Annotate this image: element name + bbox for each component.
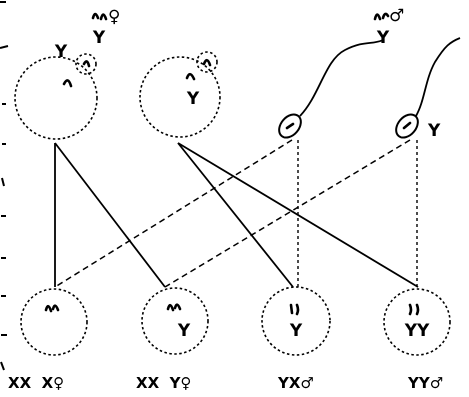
egg-2-label: Y bbox=[186, 89, 200, 109]
sperm1-to-offspring1 bbox=[55, 140, 292, 287]
sperm2-to-offspring2 bbox=[165, 140, 410, 287]
offspring-3-inner-label: Y bbox=[289, 321, 303, 341]
male-parent-label: Y bbox=[376, 28, 390, 48]
offspring-4-genotype: YY♂ bbox=[407, 374, 443, 392]
offspring-2-inner-label: Y bbox=[177, 321, 191, 341]
offspring-chromosomes-icon bbox=[291, 305, 298, 314]
egg-cell-2: Y bbox=[140, 52, 220, 137]
egg-chromosome-icon bbox=[64, 80, 71, 86]
polar-body bbox=[197, 52, 217, 72]
offspring-4: YY YY♂ bbox=[384, 289, 450, 392]
female-symbol: ♀ bbox=[108, 7, 120, 27]
polar-body-chromosome-icon bbox=[204, 60, 210, 65]
male-chromosomes-icon bbox=[375, 14, 388, 19]
sperm-chromosome-icon bbox=[404, 123, 410, 128]
egg-1-label: Y bbox=[54, 42, 68, 62]
sperm-cell-1 bbox=[275, 40, 383, 142]
sperm-cell-2: Y bbox=[392, 38, 460, 142]
female-parent: ♀ Y bbox=[92, 7, 121, 48]
egg2-to-offspring3 bbox=[178, 143, 293, 287]
egg-chromosome-icon bbox=[187, 74, 194, 79]
offspring-chromosomes-icon bbox=[168, 305, 180, 310]
offspring-1: XX X♀ bbox=[8, 289, 87, 392]
offspring-3-genotype: YX♂ bbox=[277, 374, 314, 392]
female-parent-label: Y bbox=[92, 28, 106, 48]
sperm-chromosome-icon bbox=[287, 124, 293, 128]
polar-body-chromosome-icon bbox=[84, 61, 89, 66]
offspring-chromosomes-icon bbox=[46, 306, 58, 311]
egg-cell-1: Y bbox=[15, 42, 97, 139]
offspring-2: Y XX Y♀ bbox=[136, 288, 208, 392]
sperm-tail bbox=[300, 40, 383, 116]
offspring-1-genotype: XX X♀ bbox=[8, 374, 64, 392]
male-symbol: ♂ bbox=[389, 6, 404, 26]
female-chromosomes-icon bbox=[93, 14, 106, 19]
cross-lines bbox=[55, 140, 418, 287]
sperm-2-label: Y bbox=[427, 121, 441, 141]
offspring-2-genotype: XX Y♀ bbox=[136, 374, 191, 392]
egg1-to-offspring2 bbox=[55, 143, 165, 287]
sperm-tail bbox=[416, 38, 460, 116]
offspring-4-inner-label: YY bbox=[404, 321, 430, 341]
offspring-3: Y YX♂ bbox=[262, 287, 330, 392]
offspring-chromosomes-icon bbox=[410, 305, 418, 314]
page-edge-marks bbox=[0, 2, 8, 370]
